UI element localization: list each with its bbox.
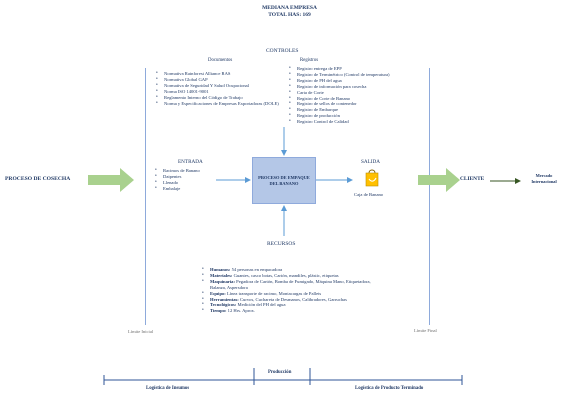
recurso-label: Humanos: — [210, 267, 231, 272]
logistics-bar — [103, 368, 463, 385]
recurso-item: Tiempo: 12 Hrs. Aprox. — [202, 308, 383, 314]
green-arrow-left — [88, 168, 134, 192]
documentos-title: Documentos — [208, 58, 233, 63]
recurso-label: Herramientas: — [210, 296, 239, 302]
registro-item: Carta de Corte — [289, 90, 390, 96]
recurso-text: 12 Hrs. Aprox. — [227, 308, 255, 314]
banana-box-icon — [365, 169, 379, 187]
proceso-empaque-box: PROCESO DE EMPAQUE DEL BANANO — [252, 157, 316, 204]
entrada-title: ENTRADA — [178, 159, 203, 165]
limit-initial-line — [145, 68, 146, 325]
recursos-list: Humanos: 54 personas en empacadora Mater… — [202, 267, 383, 314]
logistica-insumos-label: Logística de Insumos — [146, 386, 190, 391]
mercado-line-1: Mercado — [535, 173, 553, 178]
mercado-line-2: Internacional — [531, 178, 557, 184]
recurso-text: Línea transporte de racimo, Montacargas … — [227, 290, 322, 296]
recurso-label: Tiempo: — [210, 308, 227, 314]
limit-initial-label: Límite Inicial — [128, 329, 154, 334]
recurso-text: 54 personas en empacadora — [231, 267, 283, 272]
recursos-title: RECURSOS — [267, 241, 296, 247]
produccion-label: Producción — [268, 370, 292, 375]
entrada-item: Daipentes — [155, 174, 200, 180]
recurso-item: Equipo: Línea transporte de racimo, Mont… — [202, 291, 383, 297]
entrada-item: Llenado — [155, 180, 200, 186]
documento-item: Normativa de Seguridad Y Salud Ocupacion… — [156, 83, 282, 89]
registro-item: Registro de PH del agua — [289, 78, 390, 84]
proceso-cosecha-label: PROCESO DE COSECHA — [5, 176, 71, 182]
recurso-text: Pegadora de Cartón, Bomba de Fumigado, M… — [210, 278, 371, 290]
recurso-item: Tecnológicos: Medición del PH del agua — [202, 302, 383, 308]
documento-item: Norma y Especificaciones de Empresas Exp… — [156, 101, 282, 107]
salida-title: SALIDA — [361, 159, 381, 165]
registro-item: Registro de Corte de Banano — [289, 96, 390, 102]
registro-item: Registro Control de Calidad — [289, 119, 390, 125]
recurso-item: Maquinaria: Pegadora de Cartón, Bomba de… — [202, 279, 383, 291]
documento-item: Reglamento Interno del Código de Trabajo — [156, 95, 282, 101]
limit-final-label: Límite Final — [414, 328, 437, 333]
controles-title: CONTROLES — [266, 48, 299, 54]
documentos-list: Normativa Rainforest Alliance RAS Normat… — [156, 71, 282, 106]
green-arrow-right — [418, 168, 460, 192]
proceso-label: PROCESO DE EMPAQUE DEL BANANO — [258, 175, 310, 186]
salida-label: Caja de Banano — [354, 192, 384, 197]
recurso-item: Herramientas: Curvos, Cuchareta de Desma… — [202, 297, 383, 303]
registro-item: Registro de información para cosecha — [289, 84, 390, 90]
registros-list: Registro entrega de EPP Registro de Term… — [289, 66, 390, 125]
documento-item: Normativa Rainforest Alliance RAS — [156, 71, 282, 77]
recurso-label: Equipo: — [210, 290, 226, 296]
registro-item: Registro de producción — [289, 113, 390, 119]
entrada-item: Racimos de Banano — [155, 168, 200, 174]
recurso-item: Humanos: 54 personas en empacadora — [202, 267, 383, 273]
recurso-label: Maquinaria: — [210, 278, 236, 284]
recurso-text: Medición del PH del agua — [237, 302, 286, 308]
recurso-text: Guantes, casco botas, Cartón, mandiles, … — [233, 272, 339, 278]
recurso-item: Materiales: Guantes, casco botas, Cartón… — [202, 273, 383, 279]
registro-item: Registro de Terminétrico (Control de tem… — [289, 72, 390, 78]
diagram-subtitle: TOTAL HAS: 169 — [268, 12, 311, 18]
limit-final-line — [429, 68, 430, 325]
mercado-label: Mercado Internacional — [524, 173, 564, 184]
registros-title: Registros — [300, 58, 319, 63]
diagram-title: MEDIANA EMPRESA — [262, 5, 317, 11]
registro-item: Registro de sellos de contenedor — [289, 101, 390, 107]
entrada-item: Embalaje — [155, 186, 200, 192]
recurso-text: Curvos, Cuchareta de Desmanos, Calibrado… — [239, 296, 347, 302]
cliente-label: CLIENTE — [460, 176, 485, 182]
logistica-terminado-label: Logística de Producto Terminado — [355, 386, 424, 391]
entrada-list: Racimos de Banano Daipentes Llenado Emba… — [155, 168, 200, 192]
documento-item: Norma ISO 14001-9001 — [156, 89, 282, 95]
recurso-label: Tecnológicos: — [210, 302, 237, 308]
recurso-label: Materiales: — [210, 272, 233, 278]
registro-item: Registro de Embarque — [289, 107, 390, 113]
registro-item: Registro entrega de EPP — [289, 66, 390, 72]
documento-item: Normativa Global GAP — [156, 77, 282, 83]
